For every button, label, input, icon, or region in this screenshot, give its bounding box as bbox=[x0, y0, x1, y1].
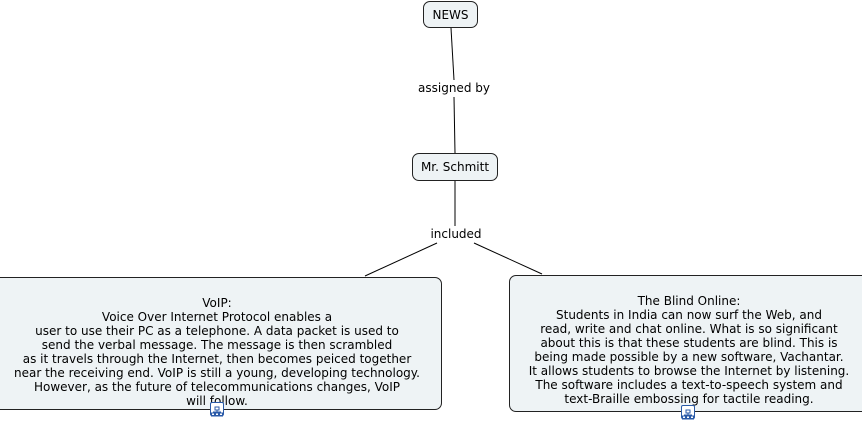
node-mr-schmitt-label: Mr. Schmitt bbox=[420, 160, 490, 174]
node-voip-text: VoIP: Voice Over Internet Protocol enabl… bbox=[13, 296, 420, 408]
edge-news-assigned-by bbox=[450, 27, 455, 81]
node-blind-online-text: The Blind Online: Students in India can … bbox=[528, 294, 850, 406]
edge-assigned-by-schmitt bbox=[453, 96, 456, 154]
edge-included-voip bbox=[364, 242, 438, 277]
node-voip[interactable]: VoIP: Voice Over Internet Protocol enabl… bbox=[0, 277, 442, 410]
edge-included-blind bbox=[473, 242, 543, 275]
concept-map-link-icon[interactable] bbox=[210, 402, 224, 417]
concept-map-link-icon[interactable] bbox=[681, 405, 695, 420]
node-blind-online[interactable]: The Blind Online: Students in India can … bbox=[509, 275, 862, 412]
node-mr-schmitt[interactable]: Mr. Schmitt bbox=[412, 153, 498, 181]
link-label-included[interactable]: included bbox=[424, 227, 488, 241]
node-news-label: NEWS bbox=[432, 8, 469, 22]
link-label-assigned-by[interactable]: assigned by bbox=[412, 81, 496, 95]
node-news[interactable]: NEWS bbox=[423, 1, 478, 28]
hierarchy-icon bbox=[682, 409, 694, 420]
hierarchy-icon bbox=[211, 406, 223, 417]
